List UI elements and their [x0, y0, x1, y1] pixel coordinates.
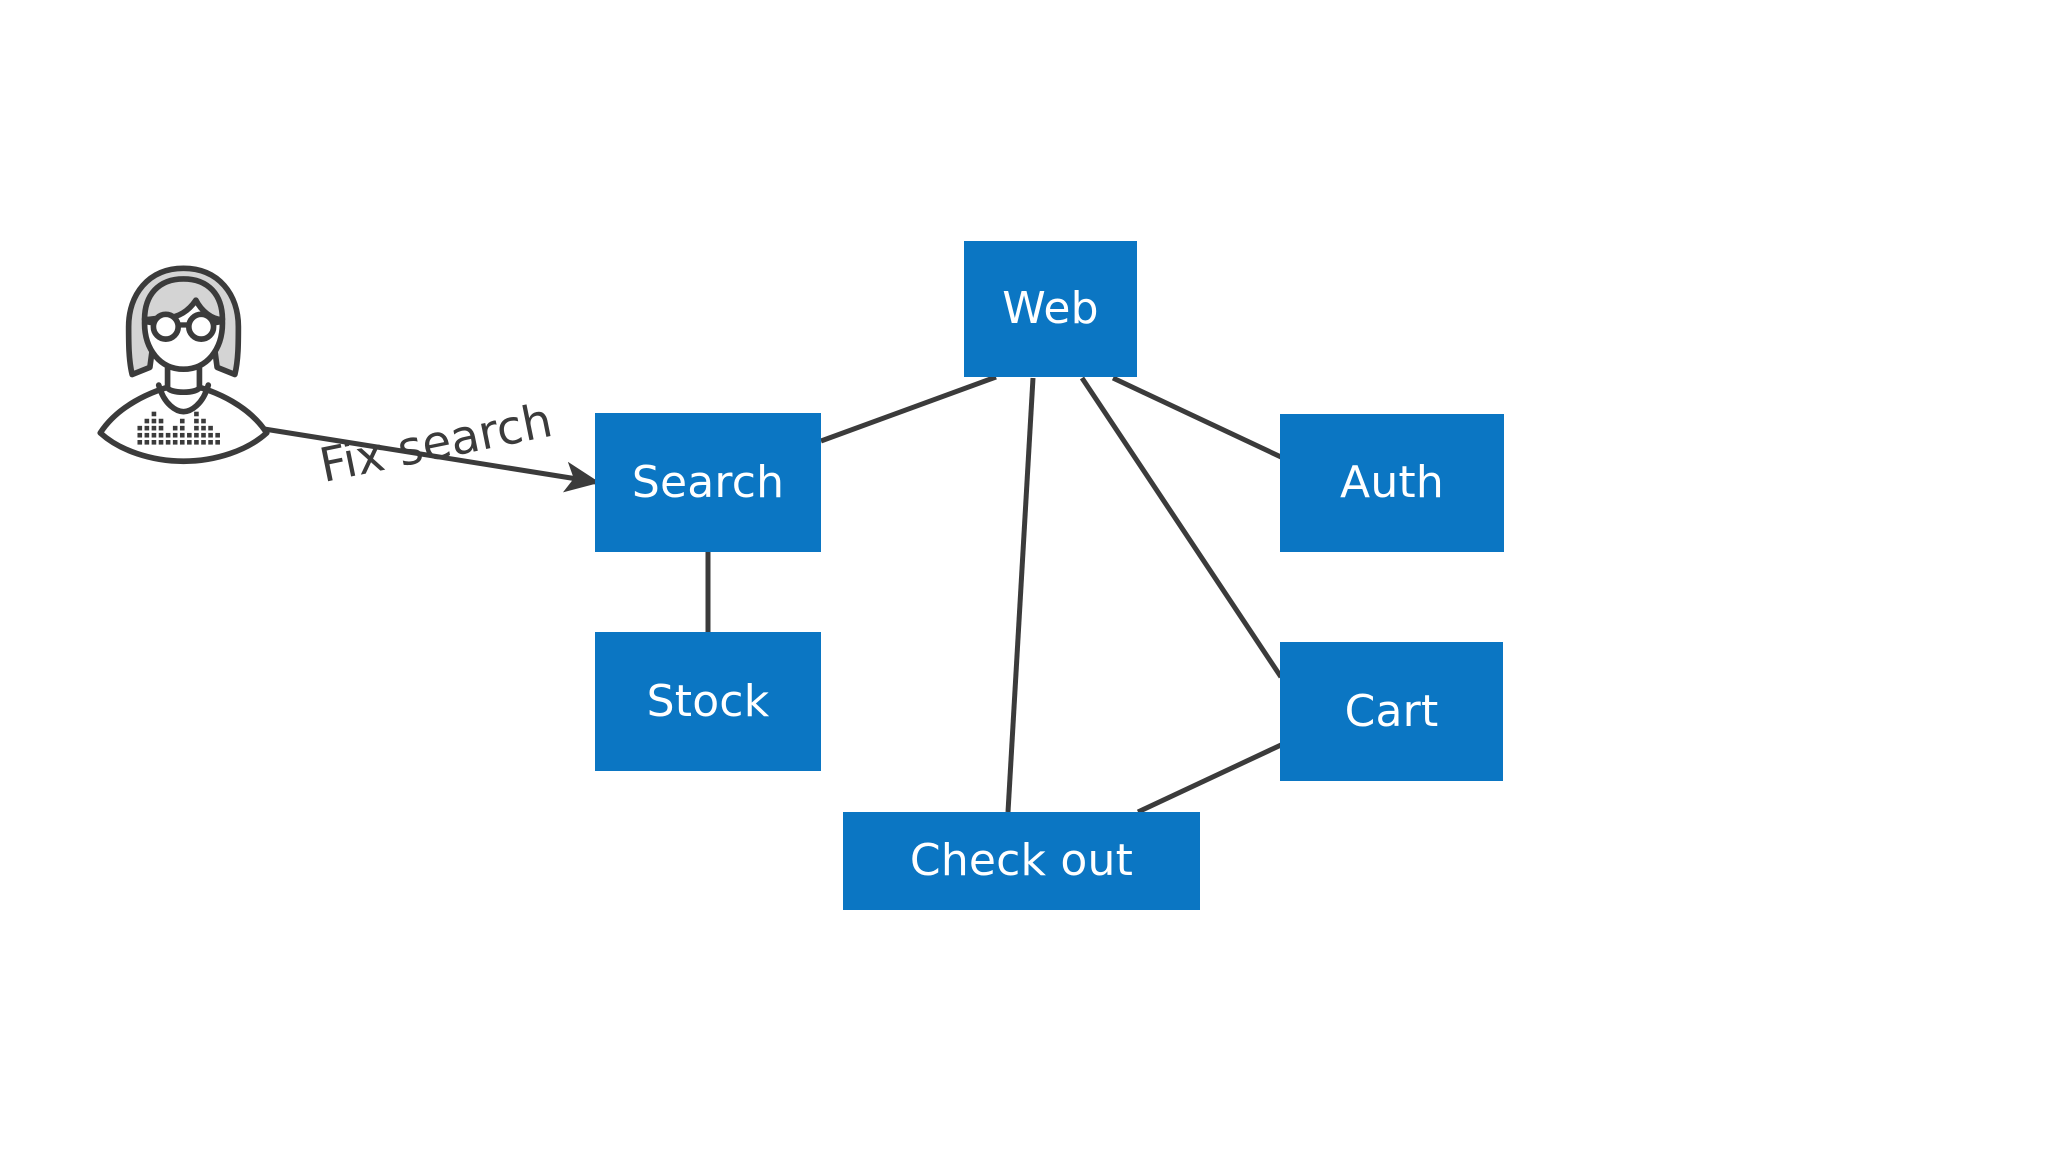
edge-web-cart — [1079, 376, 1284, 679]
avatar-collar — [155, 382, 212, 415]
node-cart[interactable]: Cart — [1280, 642, 1503, 781]
edge-web-checkout — [1005, 377, 1036, 813]
node-stock[interactable]: Stock — [595, 632, 821, 771]
avatar-glasses-right-temple — [213, 318, 223, 326]
node-label: Search — [631, 456, 785, 508]
node-label: Auth — [1340, 457, 1444, 508]
avatar-glasses-left-temple — [144, 318, 154, 326]
node-web[interactable]: Web — [964, 241, 1137, 377]
edge-web-search — [820, 374, 997, 444]
node-search[interactable]: Search — [595, 413, 821, 552]
avatar-glasses-right-lens — [185, 311, 217, 342]
edge-cart-checkout — [1136, 742, 1283, 815]
fix-search-arrow — [257, 425, 600, 493]
node-auth[interactable]: Auth — [1280, 414, 1504, 552]
node-label: Stock — [646, 675, 770, 727]
edges-group — [705, 374, 1284, 815]
avatar-glasses-left-lens — [150, 311, 182, 342]
node-checkout[interactable]: Check out — [843, 812, 1200, 910]
edge-web-auth — [1111, 375, 1283, 460]
avatar-fringe — [141, 276, 226, 323]
node-label: Cart — [1344, 685, 1439, 737]
node-label: Check out — [909, 835, 1134, 886]
user-avatar-icon — [97, 265, 270, 465]
node-label: Web — [1002, 283, 1099, 334]
avatar-shirt-pattern — [137, 411, 220, 445]
